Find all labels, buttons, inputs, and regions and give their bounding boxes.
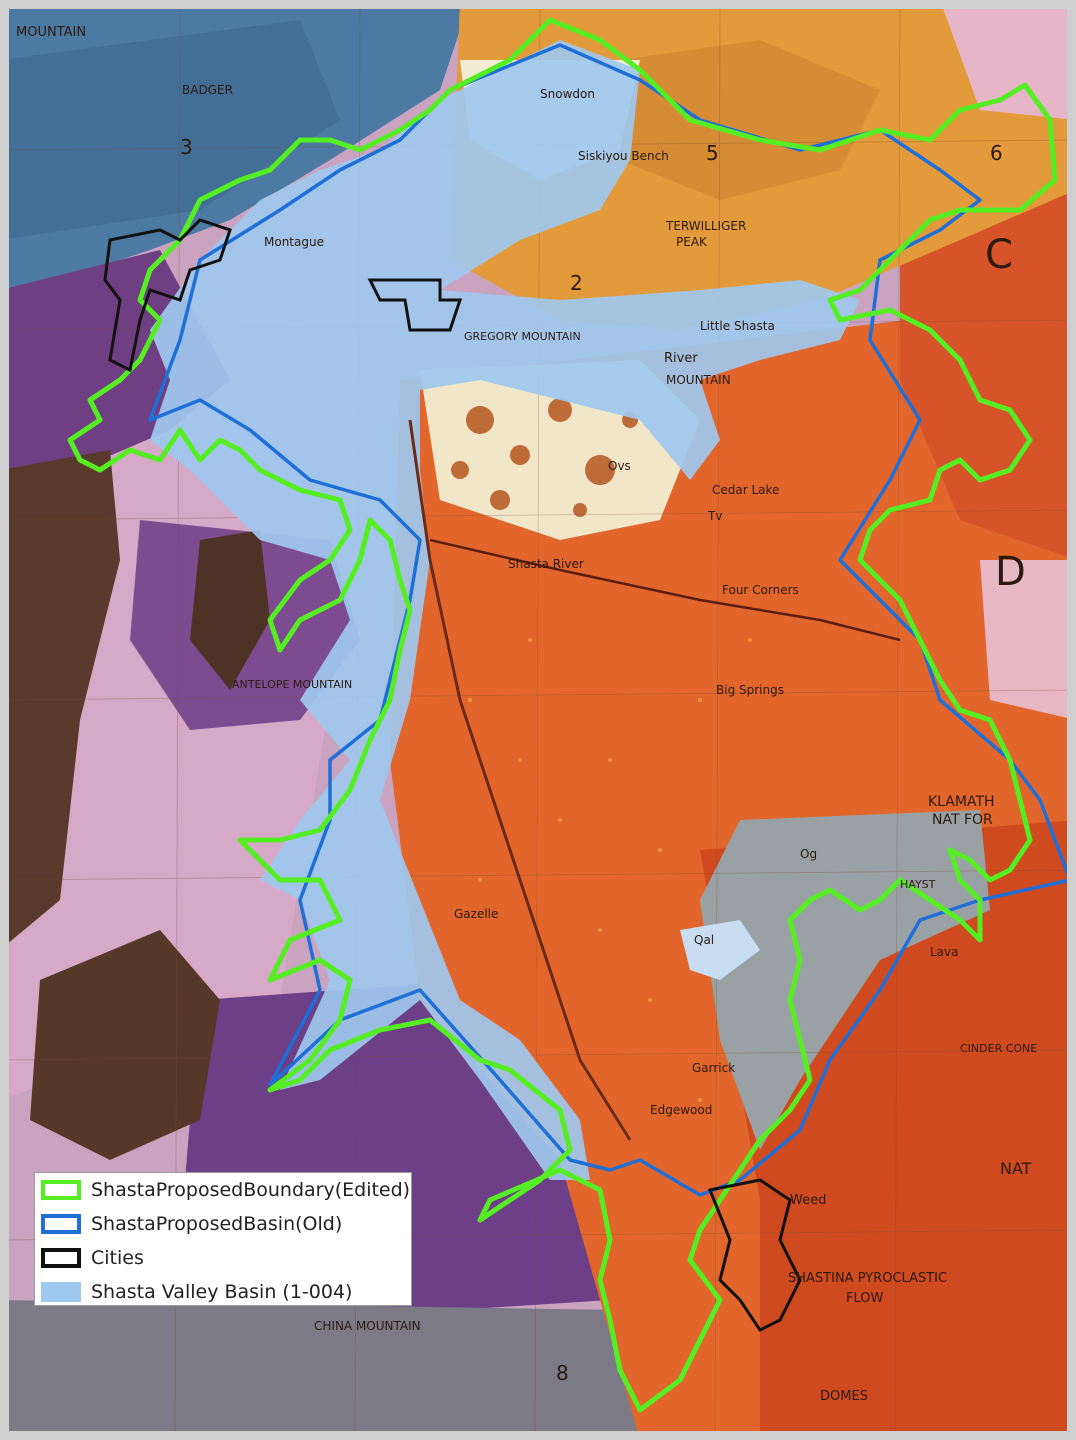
label-shastina: SHASTINA PYROCLASTIC <box>788 1271 947 1286</box>
brown-unit-south <box>30 930 220 1160</box>
label-grid-5: 5 <box>706 141 719 165</box>
brown-unit-west <box>0 450 120 950</box>
label-lava: Lava <box>930 945 959 959</box>
gray-unit-sw <box>0 1300 640 1440</box>
legend-label-boundary-edited: ShastaProposedBoundary(Edited) <box>91 1179 411 1201</box>
label-grid-8: 8 <box>556 1361 569 1385</box>
legend-label-basin-old: ShastaProposedBasin(Old) <box>91 1213 343 1235</box>
highway-line <box>429 538 901 642</box>
proposed-boundary-edited-outline <box>67 17 1058 1413</box>
legend-swatch-valley-basin <box>41 1282 81 1302</box>
basin-lake <box>680 920 760 980</box>
tan-unit-north <box>620 40 880 200</box>
label-nat: NAT <box>1000 1159 1032 1178</box>
legend-label-cities: Cities <box>91 1247 144 1269</box>
shasta-river-line <box>408 419 632 1141</box>
legend-label-valley-basin: Shasta Valley Basin (1-004) <box>91 1281 353 1303</box>
red-orange-ne <box>900 180 1076 560</box>
brown-spots <box>451 398 638 517</box>
legend-swatch-basin-old <box>41 1214 81 1234</box>
label-shasta-river: Shasta River <box>508 557 584 571</box>
label-siskiyou: Siskiyou Bench <box>578 149 669 163</box>
label-grid-d: D <box>995 549 1026 595</box>
label-garrick: Garrick <box>692 1061 735 1075</box>
label-weed: Weed <box>790 1193 826 1208</box>
label-flow: FLOW <box>846 1291 883 1306</box>
label-little-shasta: Little Shasta <box>700 319 775 333</box>
legend-item-basin-old: ShastaProposedBasin(Old) <box>41 1211 342 1237</box>
label-four-corners: Four Corners <box>722 583 799 597</box>
legend-swatch-cities <box>41 1248 81 1268</box>
city-yreka <box>103 218 232 373</box>
label-montague: Montague <box>264 235 324 249</box>
label-qal: Qal <box>694 933 714 947</box>
legend-swatch-boundary-edited <box>41 1180 81 1200</box>
city-montague <box>367 278 463 332</box>
label-snowdon: Snowdon <box>540 87 595 101</box>
label-cinder: CINDER CONE <box>960 1042 1037 1055</box>
label-gazelle: Gazelle <box>454 907 498 921</box>
label-grid-3: 3 <box>180 135 193 159</box>
label-nat-for: NAT FOR <box>932 812 993 828</box>
label-big-springs: Big Springs <box>716 683 784 697</box>
legend-item-cities: Cities <box>41 1245 144 1271</box>
label-grid-2: 2 <box>570 271 583 295</box>
label-mountain: MOUNTAIN <box>16 25 86 40</box>
label-badger: BADGER <box>182 83 233 97</box>
label-hayst: HAYST <box>900 878 936 891</box>
label-ovs-1: Ovs <box>608 459 631 473</box>
label-river: River <box>664 351 698 366</box>
legend-item-boundary-edited: ShastaProposedBoundary(Edited) <box>41 1177 410 1203</box>
pink-unit-east <box>980 560 1076 720</box>
label-antelope: ANTELOPE MOUNTAIN <box>232 678 352 691</box>
label-gregory: GREGORY MOUNTAIN <box>464 330 581 343</box>
label-edgewood: Edgewood <box>650 1103 712 1117</box>
pink-unit-ne <box>940 0 1076 120</box>
label-klamath: KLAMATH <box>928 794 995 810</box>
label-china: CHINA MOUNTAIN <box>314 1319 421 1333</box>
label-mountain-2: MOUNTAIN <box>666 373 731 387</box>
gray-volcanic-unit <box>700 810 990 1150</box>
label-terwilliger: TERWILLIGER <box>665 219 746 233</box>
label-tv-1: Tv <box>707 509 722 523</box>
label-og: Og <box>800 847 817 861</box>
label-grid-c: C <box>985 232 1013 278</box>
legend-item-valley-basin: Shasta Valley Basin (1-004) <box>41 1279 352 1305</box>
label-peak: PEAK <box>676 235 708 249</box>
label-cedar-lake: Cedar Lake <box>712 483 779 497</box>
speckle-texture <box>468 638 752 1102</box>
teal-unit-nw <box>0 20 340 240</box>
city-weed <box>707 1178 802 1332</box>
label-domes: DOMES <box>820 1389 868 1404</box>
label-grid-6: 6 <box>990 141 1003 165</box>
brown-unit-central <box>190 530 270 690</box>
proposed-basin-old-outline <box>148 43 1072 1197</box>
map-legend: ShastaProposedBoundary(Edited) ShastaPro… <box>34 1172 412 1306</box>
